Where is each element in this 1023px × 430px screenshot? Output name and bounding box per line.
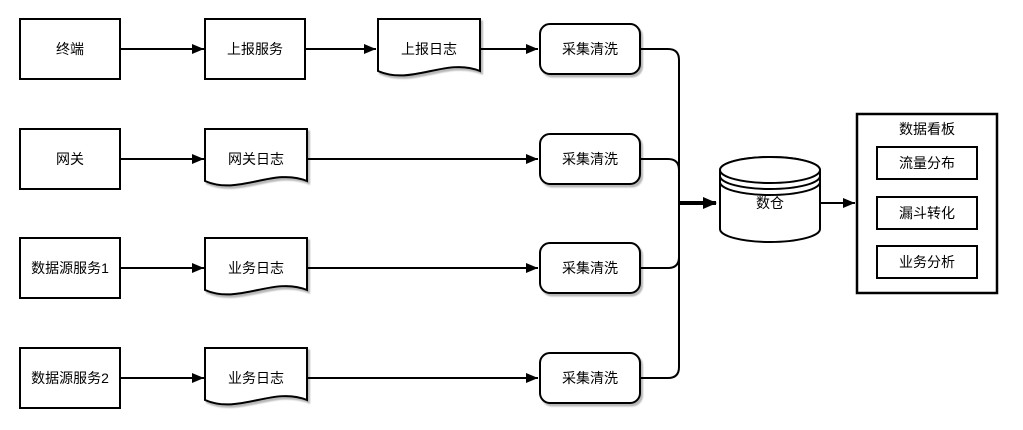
doc-business-log-2-shape <box>204 347 308 406</box>
row-terminal: 终端 上报服务 上报日志 采集清洗 <box>19 18 680 203</box>
process-collect-clean-3-label: 采集清洗 <box>562 260 618 276</box>
edge-collect-clean-2-to-junction <box>640 158 680 203</box>
dashboard-panel-funnel-label: 漏斗转化 <box>899 205 955 221</box>
node-report-service-label: 上报服务 <box>227 41 283 57</box>
edge-collect-clean-1-to-junction <box>640 48 680 203</box>
row-datasource-1: 数据源服务1 业务日志 采集清洗 <box>19 203 680 299</box>
doc-report-log-label: 上报日志 <box>401 41 457 57</box>
node-warehouse: 数仓 <box>719 156 821 243</box>
warehouse-cylinder-ring-2 <box>719 181 821 196</box>
node-gateway-label: 网关 <box>56 151 84 167</box>
node-gateway-box <box>19 128 121 190</box>
node-datasource-1-label: 数据源服务1 <box>31 260 109 276</box>
warehouse-cylinder-top <box>719 156 821 184</box>
dashboard-panel-business-label: 业务分析 <box>899 254 955 270</box>
node-warehouse-label: 数仓 <box>756 195 784 211</box>
process-collect-clean-1-label: 采集清洗 <box>562 41 618 57</box>
node-report-service-box <box>204 18 306 80</box>
node-datasource-2-label: 数据源服务2 <box>31 370 109 386</box>
row-datasource-2: 数据源服务2 业务日志 采集清洗 <box>19 203 680 409</box>
doc-business-log-2-label: 业务日志 <box>228 370 284 386</box>
doc-business-log-1-shape <box>204 237 308 296</box>
edge-collect-clean-3-to-junction <box>640 203 680 269</box>
node-dashboard: 数据看板 流量分布 漏斗转化 业务分析 <box>855 112 999 295</box>
node-datasource-1-box <box>19 237 121 299</box>
doc-report-log-shape <box>377 18 481 77</box>
process-collect-clean-2-label: 采集清洗 <box>562 151 618 167</box>
warehouse-cylinder-ring-1 <box>719 175 821 190</box>
node-terminal-box <box>19 18 121 80</box>
dashboard-panel-traffic-label: 流量分布 <box>899 155 955 171</box>
row-gateway: 网关 网关日志 采集清洗 <box>19 128 680 203</box>
edge-collect-clean-4-to-junction <box>640 203 680 379</box>
doc-gateway-log-shape <box>204 128 308 187</box>
doc-gateway-log-label: 网关日志 <box>228 151 284 167</box>
dashboard-panel-business-box <box>876 245 978 279</box>
dashboard-panel-funnel-box <box>876 196 978 230</box>
node-datasource-2-box <box>19 347 121 409</box>
dashboard-title: 数据看板 <box>899 121 955 137</box>
dashboard-panel-traffic-box <box>876 146 978 180</box>
process-collect-clean-4-label: 采集清洗 <box>562 370 618 386</box>
node-terminal-label: 终端 <box>56 41 84 57</box>
doc-business-log-1-label: 业务日志 <box>228 260 284 276</box>
